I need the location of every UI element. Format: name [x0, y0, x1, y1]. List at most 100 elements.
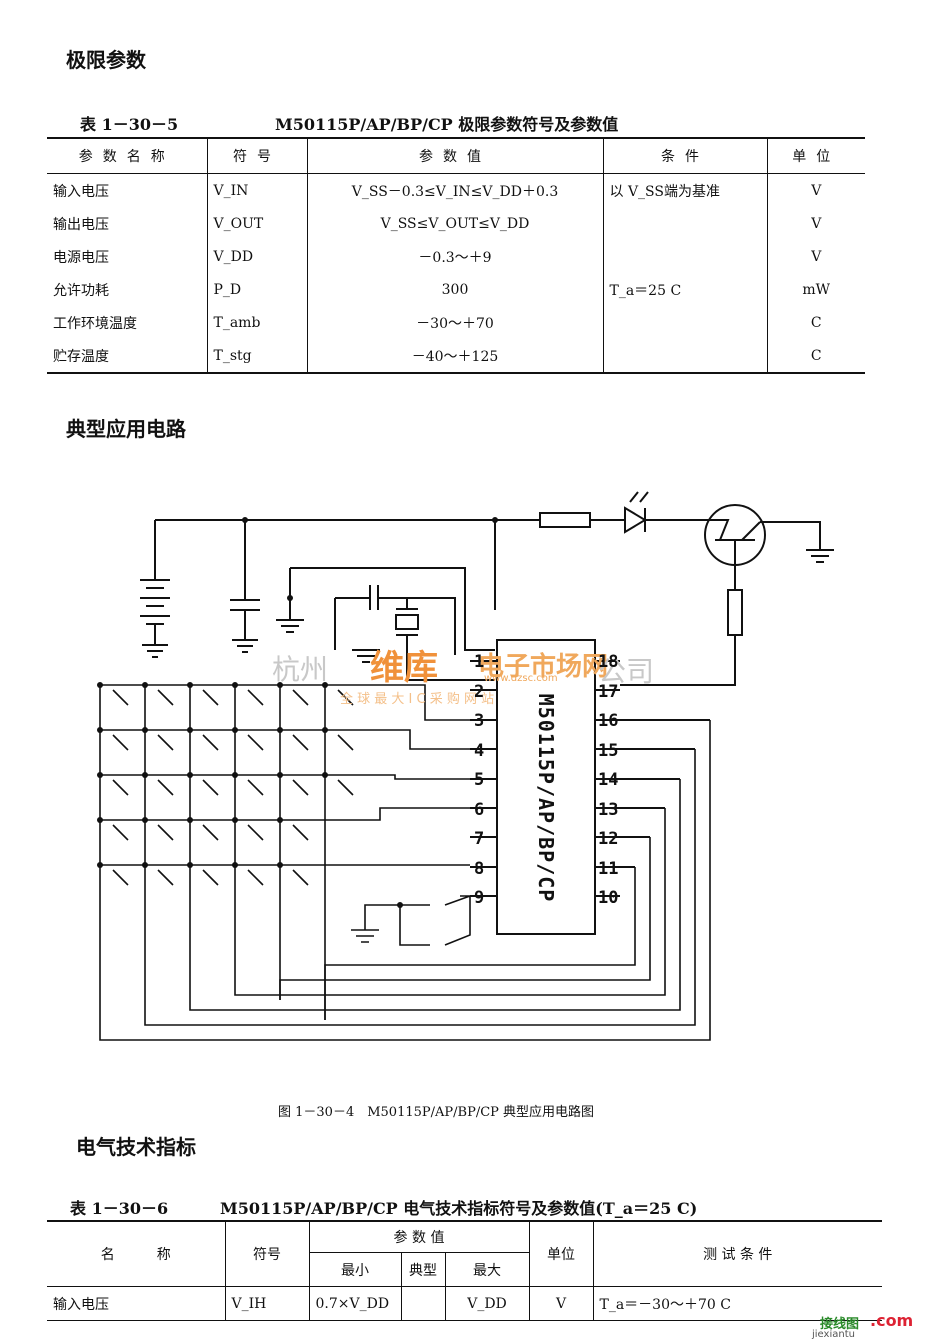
table1-number: 表 1－30－5	[80, 115, 179, 134]
pin-label: 2	[474, 681, 485, 702]
param-name: 贮存温度	[53, 348, 109, 365]
pin-label: 8	[474, 858, 485, 879]
resistor-icon	[539, 512, 591, 528]
resistor-icon	[727, 589, 743, 636]
table-row: 贮存温度 T_stg －40～＋125 C	[47, 339, 865, 373]
pin-label: 13	[598, 799, 619, 820]
watermark-url: www.dzsc.com	[484, 673, 558, 684]
spec-unit: V	[528, 1286, 594, 1321]
table-row: 输入电压 V_IH 0.7×V_DD V_DD V T_a＝－30～＋70 C	[47, 1286, 882, 1321]
figure-caption: 图 1－30－4 M50115P/AP/BP/CP 典型应用电路图	[278, 1105, 595, 1120]
circuit-section-title: 典型应用电路	[66, 417, 186, 441]
table2-header-name: 名 称	[47, 1220, 226, 1287]
spec-symbol: V_IH	[224, 1286, 310, 1321]
table-row: 允许功耗 P_D 300 T_a＝25 C mW	[47, 273, 865, 306]
pin-label: 12	[598, 829, 619, 849]
table-row: 工作环境温度 T_amb －30～＋70 C	[47, 306, 865, 339]
circuit-diagram	[97, 491, 834, 1041]
param-symbol: V_IN	[206, 173, 307, 207]
table2-header-param: 参 数 值	[308, 1220, 530, 1253]
param-symbol: V_OUT	[206, 207, 307, 240]
ic-chip	[496, 639, 596, 935]
param-condition: 以 V_SS端为基准	[602, 173, 767, 207]
param-symbol: T_stg	[206, 339, 307, 373]
spec-condition: T_a＝－30～＋70 C	[592, 1286, 882, 1321]
param-unit: V	[766, 173, 865, 207]
ic-right-pins: 18 17 16 15 14 13 12 11 10	[598, 648, 628, 914]
battery-icon	[140, 579, 170, 658]
param-condition	[602, 207, 767, 240]
table1-header: 参数名称	[47, 138, 207, 174]
footer-site: jiexiantu	[812, 1329, 855, 1340]
table1-header: 参数值	[306, 138, 603, 174]
watermark-text: 杭州	[272, 653, 329, 686]
electrical-table: 名 称 符号 参 数 值 单位 测 试 条 件 最小 典型 最大 输入电压 V_…	[47, 1220, 882, 1321]
param-name: 允许功耗	[53, 282, 109, 299]
pin-label: 1	[474, 652, 485, 672]
table1-header: 条件	[602, 138, 767, 174]
ground-icon	[351, 904, 400, 943]
limits-section-title: 极限参数	[66, 48, 146, 72]
crystal-icon	[395, 614, 419, 630]
param-value: －0.3～＋9	[306, 240, 603, 273]
watermark-brand: 维库	[370, 648, 438, 688]
pin-leads	[470, 660, 710, 897]
param-condition: T_a＝25 C	[602, 273, 767, 306]
ground-icon	[760, 521, 834, 563]
param-name: 电源电压	[53, 249, 109, 266]
table-row: 电源电压 V_DD －0.3～＋9 V	[47, 240, 865, 273]
table-row: 输出电压 V_OUT V_SS≤V_OUT≤V_DD V	[47, 207, 865, 240]
footer-suffix: .com	[870, 1311, 914, 1330]
spec-max: V_DD	[444, 1286, 530, 1321]
transistor-icon	[704, 504, 834, 590]
param-value: －30～＋70	[306, 306, 603, 339]
capacitor-icon	[230, 599, 260, 653]
table2-header-min: 最小	[309, 1252, 402, 1287]
spec-name: 输入电压	[47, 1286, 226, 1321]
param-symbol: V_DD	[206, 240, 307, 273]
junction-dots	[97, 517, 498, 908]
param-name: 工作环境温度	[53, 315, 137, 332]
pin-label: 4	[474, 740, 485, 761]
pin-label: 7	[474, 829, 485, 849]
table2-header-unit: 单位	[528, 1220, 594, 1287]
param-value: －40～＋125	[306, 339, 603, 373]
pin-label: 10	[598, 888, 619, 908]
param-condition	[602, 240, 767, 273]
param-value: V_SS－0.3≤V_IN≤V_DD＋0.3	[306, 173, 603, 207]
param-condition	[602, 339, 767, 373]
param-unit: V	[766, 207, 865, 240]
table2-number: 表 1－30－6	[70, 1199, 169, 1218]
table2-header-symbol: 符号	[224, 1220, 310, 1287]
param-unit: V	[766, 240, 865, 273]
param-unit: mW	[766, 273, 865, 306]
param-condition	[602, 306, 767, 339]
spec-min: 0.7×V_DD	[308, 1286, 402, 1321]
watermark-mid: 电子市场网	[478, 652, 609, 682]
table-row: 输入电压 V_IN V_SS－0.3≤V_IN≤V_DD＋0.3 以 V_SS端…	[47, 173, 865, 207]
param-unit: C	[766, 339, 865, 373]
limits-table: 参数名称 符号 参数值 条件 单位 输入电压 V_IN V_SS－0.3≤V_I…	[47, 137, 865, 374]
ic-left-pins: 1 2 3 4 5 6 7 8 9	[474, 648, 494, 914]
led-icon	[624, 491, 649, 534]
param-name: 输入电压	[53, 183, 109, 200]
capacitor-wire	[335, 597, 456, 655]
oscillator-wire	[290, 567, 495, 651]
pin-label: 17	[598, 681, 619, 702]
ground-icon	[276, 568, 304, 633]
table2-header-cond: 测 试 条 件	[592, 1220, 882, 1287]
table1-header: 单位	[766, 138, 865, 174]
pin-label: 15	[598, 740, 619, 761]
pin-label: 6	[474, 799, 485, 820]
pin-label: 14	[598, 770, 619, 790]
pin-label: 5	[474, 770, 485, 790]
param-value: V_SS≤V_OUT≤V_DD	[306, 207, 603, 240]
table1-header: 符号	[206, 138, 307, 174]
param-value: 300	[306, 273, 603, 306]
param-symbol: T_amb	[206, 306, 307, 339]
param-symbol: P_D	[206, 273, 307, 306]
table2-caption: M50115P/AP/BP/CP 电气技术指标符号及参数值(T_a＝25 C)	[220, 1199, 698, 1218]
table2-header-max: 最大	[444, 1252, 529, 1287]
key-matrix	[99, 684, 711, 1041]
param-name: 输出电压	[53, 216, 109, 233]
